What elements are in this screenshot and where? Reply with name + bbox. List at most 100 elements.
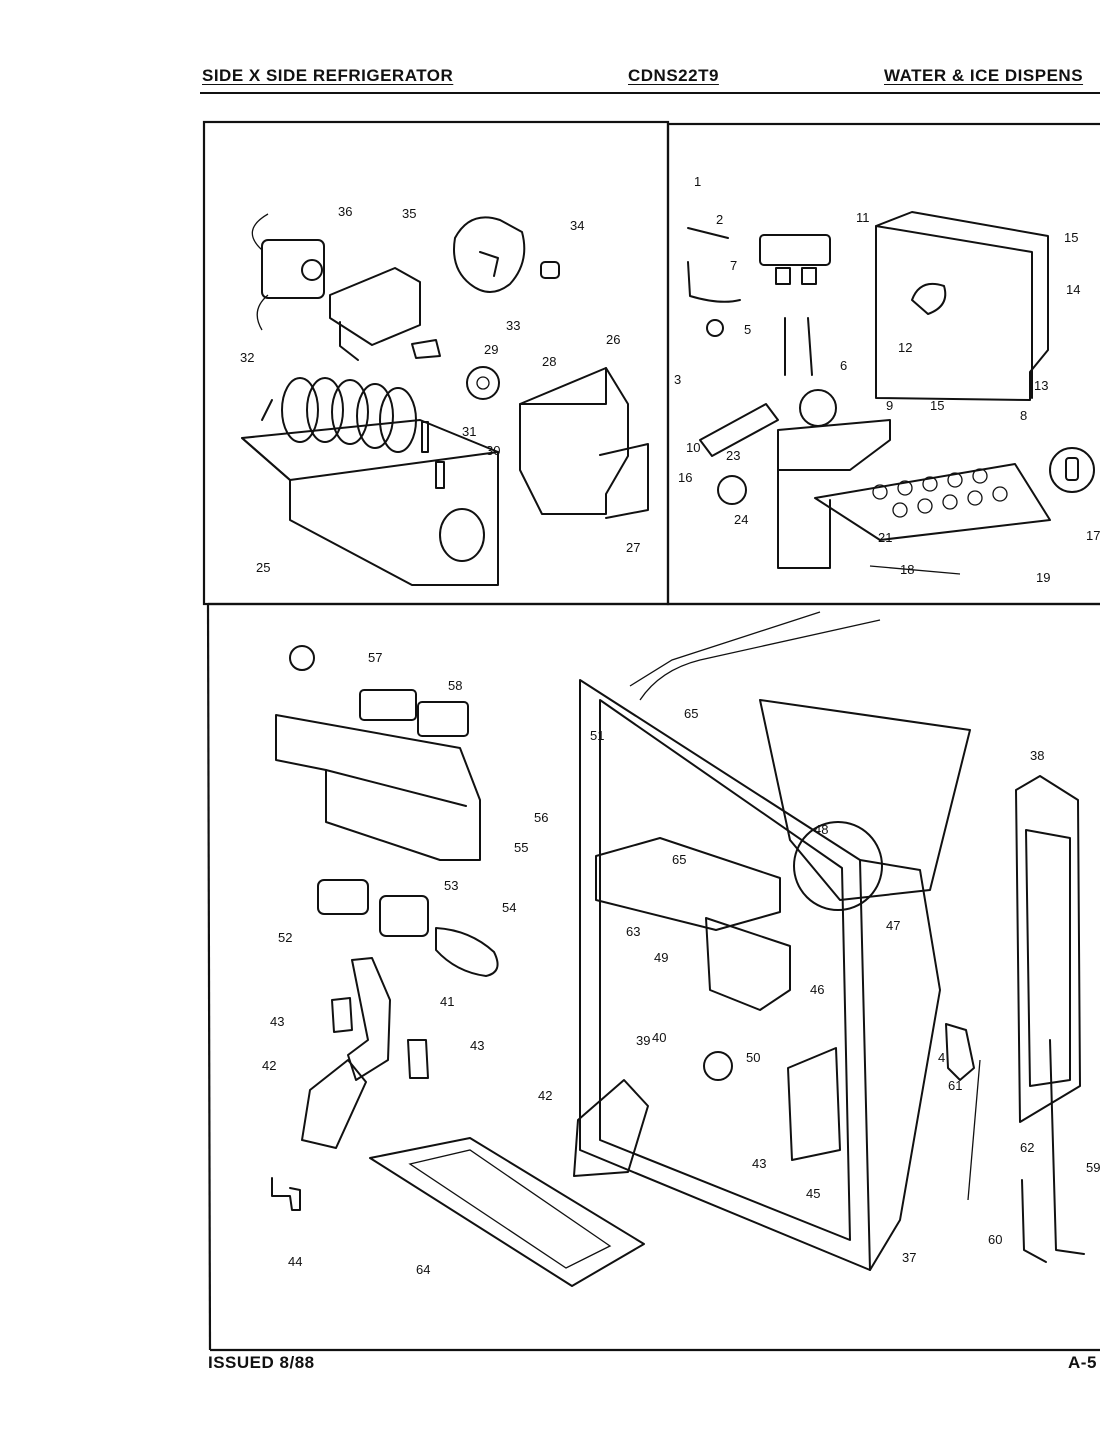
- callout-28: 28: [542, 354, 556, 369]
- callout-48: 48: [814, 822, 828, 837]
- ice-bin-assembly: [241, 377, 499, 586]
- callout-9: 9: [886, 398, 893, 413]
- ice-chute: [519, 367, 629, 515]
- nut: [540, 261, 560, 279]
- callout-15: 15: [930, 398, 944, 413]
- stripper-23: [799, 389, 837, 427]
- icemaker-control-box: [875, 211, 1049, 401]
- callout-58: 58: [448, 678, 462, 693]
- drive-coupler: [453, 216, 526, 293]
- drip-tray-grille: [369, 1137, 645, 1287]
- callout-43: 43: [752, 1156, 766, 1171]
- callout-14: 14: [1066, 282, 1080, 297]
- callout-64: 64: [416, 1262, 430, 1277]
- callout-42: 42: [538, 1088, 552, 1103]
- callout-6: 6: [840, 358, 847, 373]
- motor-assembly: [251, 213, 325, 331]
- callout-65: 65: [684, 706, 698, 721]
- header-rule: [200, 92, 1100, 94]
- issued-date: ISSUED 8/88: [208, 1353, 315, 1372]
- header-model-type: SIDE X SIDE REFRIGERATOR: [202, 66, 454, 85]
- spring: [421, 421, 429, 453]
- callout-44: 44: [288, 1254, 302, 1269]
- callout-47: 47: [886, 918, 900, 933]
- callout-45: 45: [806, 1186, 820, 1201]
- callout-59: 59: [1086, 1160, 1100, 1175]
- callout-30: 30: [486, 443, 500, 458]
- callout-33: 33: [506, 318, 520, 333]
- callout-65: 65: [672, 852, 686, 867]
- callout-34: 34: [570, 218, 584, 233]
- callout-41: 41: [440, 994, 454, 1009]
- heater-16: [699, 403, 779, 457]
- chute-flap: [599, 443, 649, 519]
- callout-12: 12: [898, 340, 912, 355]
- callout-10: 10: [686, 440, 700, 455]
- callout-5: 5: [744, 322, 751, 337]
- callout-46: 46: [810, 982, 824, 997]
- callout-57: 57: [368, 650, 382, 665]
- fill-tube: [687, 261, 741, 303]
- callout-13: 13: [1034, 378, 1048, 393]
- callout-3: 3: [674, 372, 681, 387]
- callout-18: 18: [900, 562, 914, 577]
- callout-56: 56: [534, 810, 548, 825]
- callout-23: 23: [726, 448, 740, 463]
- callout-2: 2: [716, 212, 723, 227]
- motor-bracket: [329, 267, 421, 361]
- callout-29: 29: [484, 342, 498, 357]
- callout-17: 17: [1086, 528, 1100, 543]
- callout-35: 35: [402, 206, 416, 221]
- callout-32: 32: [240, 350, 254, 365]
- callout-4: 4: [938, 1050, 945, 1065]
- callout-43: 43: [470, 1038, 484, 1053]
- water-valve: [759, 234, 831, 285]
- clip: [411, 339, 441, 359]
- callout-60: 60: [988, 1232, 1002, 1247]
- callout-61: 61: [948, 1078, 962, 1093]
- cold-water-tank: [945, 775, 1085, 1263]
- callout-53: 53: [444, 878, 458, 893]
- light-socket-and-bulb: [317, 879, 499, 977]
- header-model-number: CDNS22T9: [628, 66, 719, 85]
- callout-43: 43: [270, 1014, 284, 1029]
- callout-52: 52: [278, 930, 292, 945]
- callout-54: 54: [502, 900, 516, 915]
- tube-13: [807, 317, 813, 376]
- callout-21: 21: [878, 530, 892, 545]
- callout-37: 37: [902, 1250, 916, 1265]
- callout-49: 49: [654, 950, 668, 965]
- callout-51: 51: [590, 728, 604, 743]
- mold-and-ejector: [777, 419, 1051, 575]
- dispenser-actuator: [271, 957, 429, 1211]
- gear-21: [717, 475, 747, 505]
- callout-55: 55: [514, 840, 528, 855]
- pin: [435, 461, 445, 489]
- callout-26: 26: [606, 332, 620, 347]
- callout-16: 16: [678, 470, 692, 485]
- retainer: [687, 227, 729, 239]
- callout-27: 27: [626, 540, 640, 555]
- callout-7: 7: [730, 258, 737, 273]
- callout-31: 31: [462, 424, 476, 439]
- callout-8: 8: [1020, 408, 1027, 423]
- callout-50: 50: [746, 1050, 760, 1065]
- callout-62: 62: [1020, 1140, 1034, 1155]
- callout-42: 42: [262, 1058, 276, 1073]
- panel-ice-bin: [202, 120, 670, 606]
- page-number: A-5: [1068, 1353, 1097, 1372]
- callout-24: 24: [734, 512, 748, 527]
- callout-63: 63: [626, 924, 640, 939]
- header-section: WATER & ICE DISPENS: [884, 66, 1084, 85]
- callout-39: 39: [636, 1033, 650, 1048]
- dispenser-housing: [573, 611, 971, 1271]
- panel-dispenser-left-edge: [206, 603, 212, 1351]
- dispenser-switch-bracket: [275, 645, 481, 861]
- bearing: [466, 366, 500, 400]
- detail-circle-22: [1049, 447, 1095, 493]
- callout-36: 36: [338, 204, 352, 219]
- callout-40: 40: [652, 1030, 666, 1045]
- callout-25: 25: [256, 560, 270, 575]
